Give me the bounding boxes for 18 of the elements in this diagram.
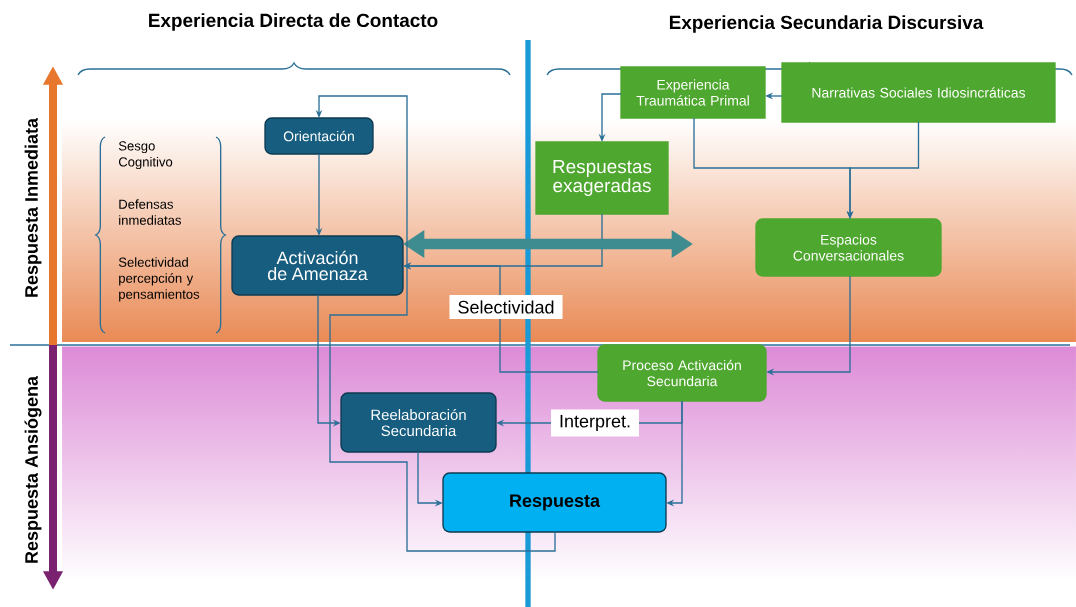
column-heading: Experiencia Directa de Contacto — [149, 13, 438, 31]
process-box: Orientación — [264, 117, 374, 155]
edge-label: Selectividad — [449, 295, 563, 319]
list-item: Selectividad percepción y pensamientos — [118, 257, 200, 302]
list-item: Sesgo Cognitivo — [118, 141, 173, 170]
process-box: Activación de Amenaza — [231, 235, 404, 296]
axis-label: Respuesta Inmediata — [24, 117, 42, 297]
edge-label: Interpret. — [551, 409, 639, 437]
process-box: Respuestas exageradas — [535, 141, 669, 215]
process-box: Reelaboración Secundaria — [340, 392, 497, 453]
process-box: Proceso Activación Secundaria — [597, 344, 767, 402]
process-box: Espacios Conversacionales — [755, 218, 942, 277]
axis-label: Respuesta Ansiógena — [24, 375, 42, 563]
list-item: Defensas inmediatas — [119, 199, 181, 225]
process-box: Experiencia Traumática Primal — [620, 66, 766, 119]
process-box: Narrativas Sociales Idiosincráticas — [781, 62, 1056, 123]
process-box: Respuesta — [442, 472, 667, 533]
column-heading: Experiencia Secundaria Discursiva — [669, 15, 984, 33]
